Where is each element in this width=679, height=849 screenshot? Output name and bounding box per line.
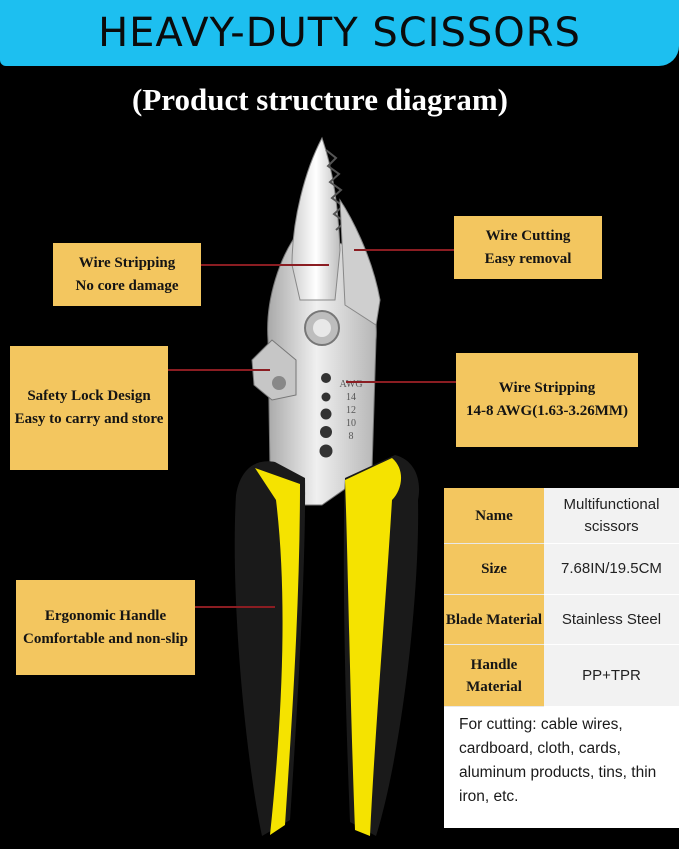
callout-title: Safety Lock Design	[27, 388, 151, 404]
awg-mark: AWG	[339, 379, 363, 390]
usage-description: For cutting: cable wires, cardboard, clo…	[444, 707, 679, 828]
callout-detail: No core damage	[75, 277, 179, 294]
awg-mark: 10	[346, 418, 356, 429]
serrated-edge	[325, 149, 347, 231]
callout-title: Ergonomic Handle	[44, 607, 167, 624]
title-banner: HEAVY-DUTY SCISSORS	[0, 0, 679, 66]
callout-ergonomic-handle: Ergonomic Handle Comfortable and non-sli…	[16, 580, 195, 675]
callout-detail: Comfortable and non-slip	[22, 630, 189, 647]
page-title: HEAVY-DUTY SCISSORS	[98, 10, 581, 56]
right-handle-grip	[345, 458, 402, 836]
right-blade	[339, 198, 381, 326]
left-blade	[291, 136, 341, 301]
callout-title: Wire Stripping	[498, 380, 596, 396]
connector-line	[354, 249, 454, 251]
callout-title: Wire Stripping	[78, 254, 176, 271]
spec-value: Stainless Steel	[544, 595, 679, 645]
callout-wire-stripping-awg: Wire Stripping 14-8 AWG(1.63-3.26MM)	[456, 353, 638, 447]
connector-line	[168, 369, 270, 371]
awg-mark: 12	[346, 405, 356, 416]
left-handle-grip	[255, 468, 300, 835]
callout-detail: Easy to carry and store	[14, 411, 164, 427]
connector-line	[195, 606, 275, 608]
callout-wire-stripping-core: Wire Stripping No core damage	[53, 243, 201, 306]
diagram-subtitle: (Product structure diagram)	[132, 82, 508, 117]
spec-table: Name Multifunctional scissors Size 7.68I…	[444, 488, 679, 707]
spec-key: Handle Material	[444, 645, 544, 707]
callout-safety-lock: Safety Lock Design Easy to carry and sto…	[10, 346, 168, 470]
spec-key: Blade Material	[444, 595, 544, 645]
callout-detail: 14-8 AWG(1.63-3.26MM)	[465, 403, 629, 419]
awg-mark: 8	[348, 431, 354, 442]
spec-value: 7.68IN/19.5CM	[544, 544, 679, 595]
awg-markings: AWG 14 12 10 8	[338, 378, 364, 443]
spec-key: Name	[444, 488, 544, 544]
callout-wire-cutting: Wire Cutting Easy removal	[454, 216, 602, 279]
awg-mark: 14	[346, 392, 356, 403]
connector-line	[346, 381, 456, 383]
spec-value: PP+TPR	[544, 645, 679, 707]
spec-value: Multifunctional scissors	[544, 488, 679, 544]
connector-line	[201, 264, 329, 266]
callout-detail: Easy removal	[484, 250, 572, 267]
spec-key: Size	[444, 544, 544, 595]
callout-title: Wire Cutting	[485, 227, 571, 244]
